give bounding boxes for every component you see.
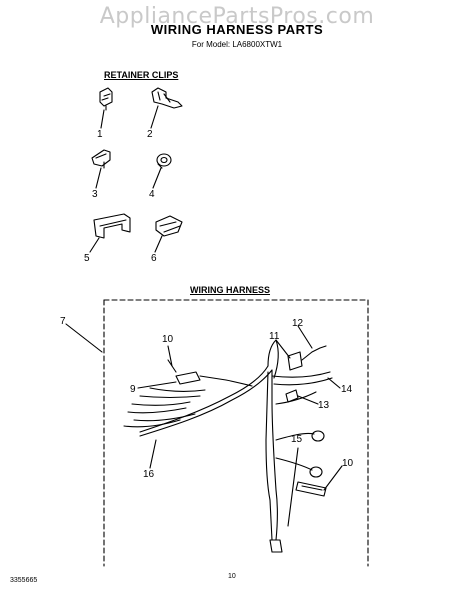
callout-14: 14 xyxy=(341,384,353,395)
retainer-clip-part-4[interactable] xyxy=(152,153,172,189)
watermark: AppliancePartsPros.com xyxy=(99,4,375,29)
callout-11: 11 xyxy=(269,331,280,342)
callout-12: 12 xyxy=(292,318,304,329)
retainer-clip-part-5[interactable] xyxy=(89,213,131,253)
callout-15: 15 xyxy=(291,434,303,445)
callout-5: 5 xyxy=(84,253,90,264)
retainer-clip-part-6[interactable] xyxy=(154,215,183,253)
model-subtitle: For Model: LA6800XTW1 xyxy=(191,40,283,49)
callout-1: 1 xyxy=(97,129,103,140)
section-retainer-clips: RETAINER CLIPS xyxy=(104,70,179,80)
callout-2: 2 xyxy=(147,129,153,140)
section-wiring-harness: WIRING HARNESS xyxy=(190,285,271,295)
page-title: WIRING HARNESS PARTS xyxy=(150,22,324,37)
callout-7: 7 xyxy=(60,316,66,327)
callout-10-lower: 10 xyxy=(342,458,354,469)
retainer-clip-part-2[interactable] xyxy=(150,87,183,129)
harness-frame xyxy=(103,299,369,567)
callout-6: 6 xyxy=(151,253,157,264)
retainer-clip-part-3[interactable] xyxy=(91,149,111,189)
callout-13: 13 xyxy=(318,400,330,411)
callout-9: 9 xyxy=(130,384,136,395)
callout-3: 3 xyxy=(92,189,98,200)
callout-4: 4 xyxy=(149,189,155,200)
leader-lines xyxy=(137,325,343,527)
callout-16: 16 xyxy=(143,469,155,480)
wiring-harness-part-7[interactable] xyxy=(123,339,333,553)
callout-labels: 1 2 3 4 5 6 7 10 11 12 9 14 13 16 15 10 xyxy=(60,129,354,480)
document-number: 3355665 xyxy=(10,577,38,584)
leader-7 xyxy=(65,323,103,353)
page-number: 10 xyxy=(228,573,236,580)
retainer-clip-part-1[interactable] xyxy=(99,87,113,129)
callout-10-upper: 10 xyxy=(162,334,174,345)
